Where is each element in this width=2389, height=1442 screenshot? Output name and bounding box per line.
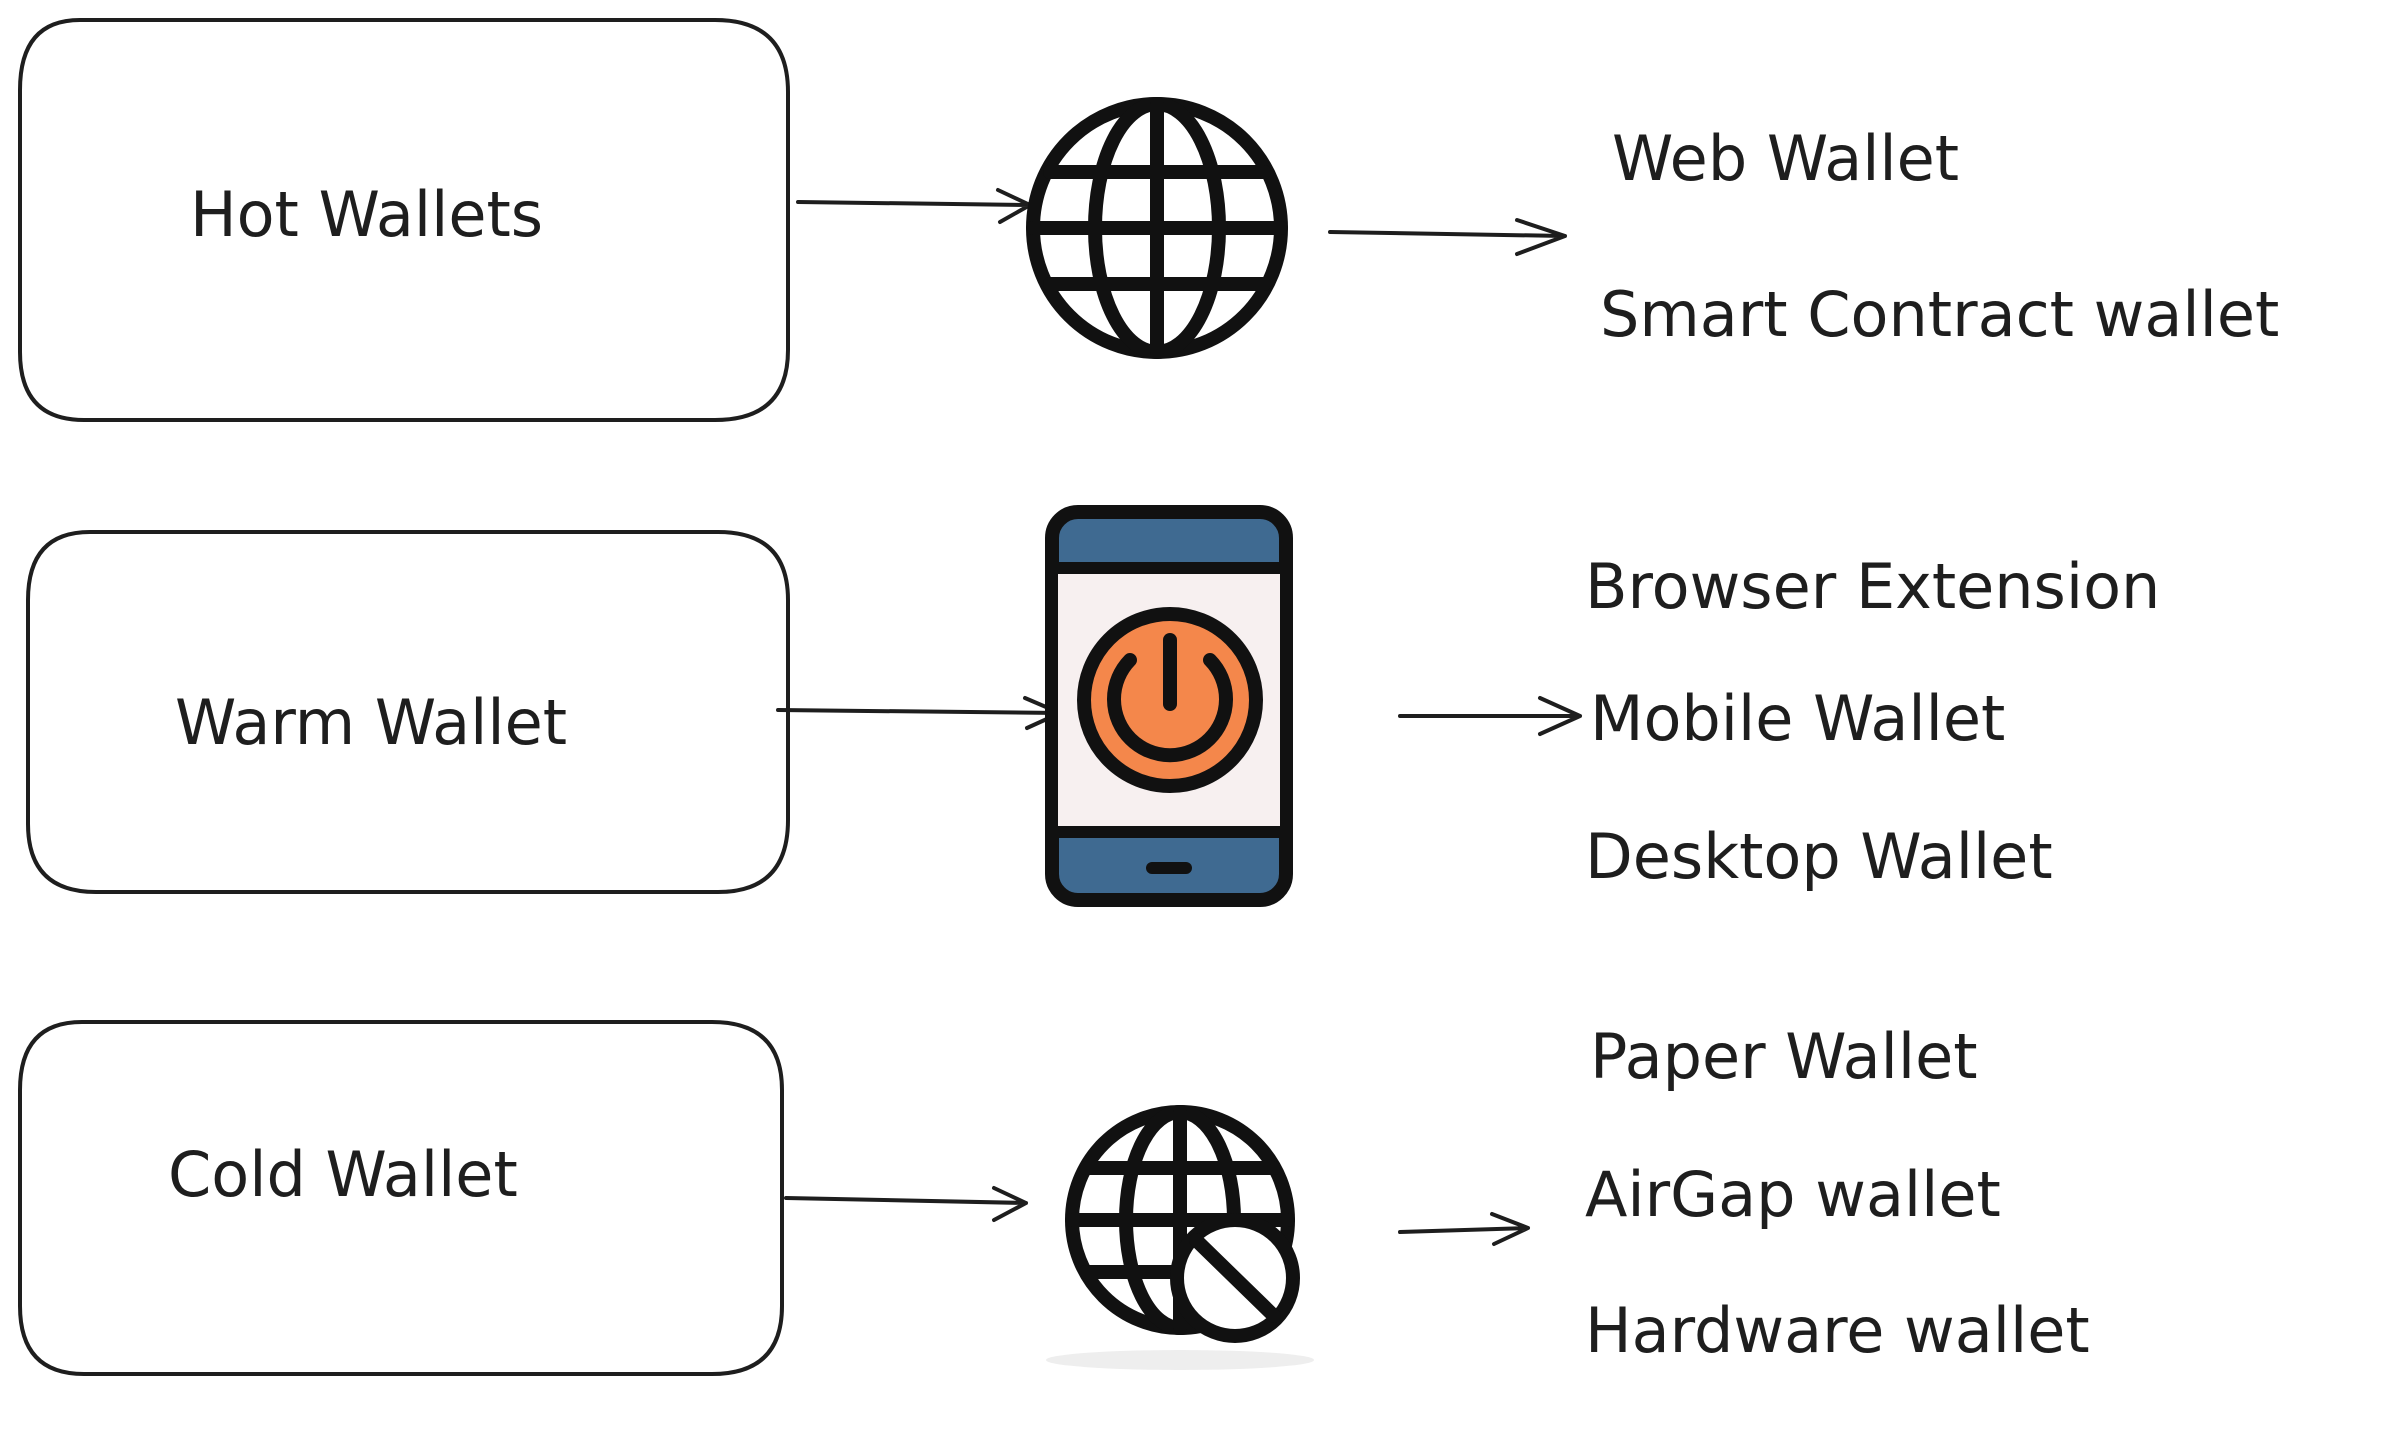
globe-icon <box>1026 97 1288 359</box>
warm-wallet-box <box>26 530 790 894</box>
globe-offline-icon <box>1046 1105 1314 1370</box>
row-warm-wallet: Warm Wallet Browser Extension Mobile Wal… <box>26 505 2160 907</box>
smartphone-power-icon <box>1045 505 1293 907</box>
arrow-cold-to-items <box>1398 1212 1530 1246</box>
item-smart-contract-wallet: Smart Contract wallet <box>1600 278 2279 351</box>
item-mobile-wallet: Mobile Wallet <box>1590 682 2005 755</box>
row-hot-wallets: Hot Wallets Web Wallet Smart Contract wa… <box>18 18 2279 422</box>
item-hardware-wallet: Hardware wallet <box>1585 1294 2090 1367</box>
item-desktop-wallet: Desktop Wallet <box>1585 820 2053 893</box>
arrow-cold-to-icon <box>784 1186 1028 1222</box>
cold-wallet-label: Cold Wallet <box>168 1138 518 1211</box>
item-web-wallet: Web Wallet <box>1612 122 1959 195</box>
arrow-hot-to-icon <box>796 188 1032 224</box>
arrow-warm-to-items <box>1398 696 1582 736</box>
arrow-hot-to-items <box>1328 218 1567 256</box>
item-paper-wallet: Paper Wallet <box>1590 1020 1978 1093</box>
item-browser-extension: Browser Extension <box>1585 550 2160 623</box>
item-airgap-wallet: AirGap wallet <box>1585 1158 2001 1231</box>
hot-wallets-box <box>18 18 790 422</box>
arrow-warm-to-icon <box>776 696 1062 730</box>
row-cold-wallet: Cold Wallet Paper Wallet AirGap wallet H… <box>18 1020 2090 1376</box>
cold-wallet-box <box>18 1020 784 1376</box>
hot-wallets-label: Hot Wallets <box>190 178 543 251</box>
warm-wallet-label: Warm Wallet <box>175 686 567 759</box>
